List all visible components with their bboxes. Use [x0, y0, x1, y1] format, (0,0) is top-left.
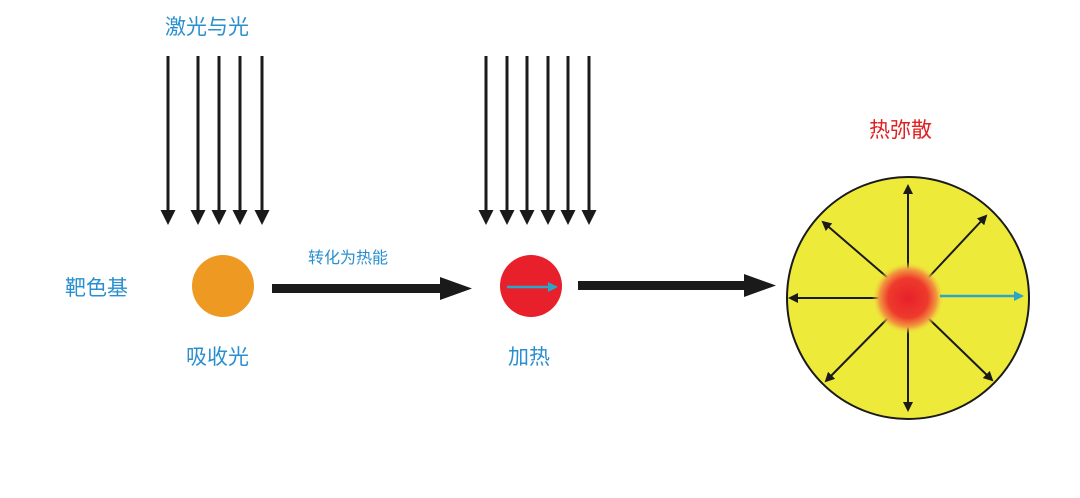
flow-arrow-diffuse: [578, 274, 776, 297]
label-absorb-light: 吸收光: [186, 345, 249, 369]
chromophore-absorber-circle: [192, 255, 254, 317]
radial-heat-arrow-up-right: [927, 214, 988, 279]
label-heating: 加热: [508, 345, 550, 369]
label-heat-diffusion: 热弥散: [869, 118, 932, 142]
heat-diffusion-disk: [786, 176, 1030, 420]
radial-heat-arrow-down-right: [927, 317, 994, 382]
radial-heat-arrow-down-left: [824, 317, 889, 383]
label-target-base: 靶色基: [65, 276, 128, 300]
flow-arrow-head: [440, 277, 472, 300]
laser-beams-group-2: [478, 56, 597, 225]
hot-core-glow: [872, 262, 944, 334]
flow-arrow-head: [744, 274, 776, 297]
radial-heat-arrow-up-left: [821, 220, 889, 279]
flow-arrow-convert: [272, 277, 472, 300]
label-laser-light: 激光与光: [165, 15, 249, 39]
label-convert-heat: 转化为热能: [308, 248, 388, 267]
flow-arrow-shaft: [272, 284, 442, 293]
laser-beams-group-1: [160, 56, 270, 225]
flow-arrow-shaft: [578, 281, 746, 290]
